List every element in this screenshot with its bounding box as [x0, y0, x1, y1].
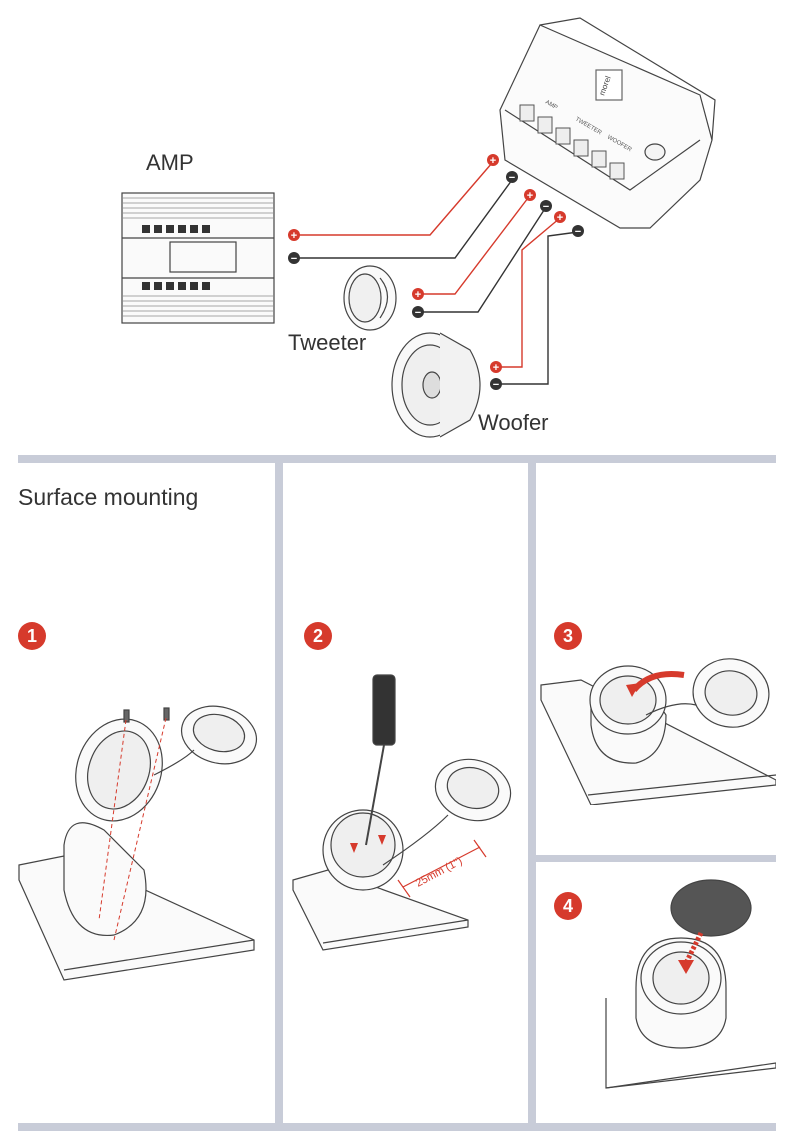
svg-text:+: +: [291, 230, 297, 242]
woofer-label: Woofer: [478, 410, 549, 435]
section-title: Surface mounting: [18, 484, 199, 510]
woofer-illustration: [391, 332, 481, 438]
step-1-badge: 1: [18, 622, 46, 650]
step-3-illustration: [540, 658, 776, 805]
svg-text:−: −: [509, 172, 515, 184]
tweeter-label: Tweeter: [288, 330, 367, 355]
step-3-badge: 3: [554, 622, 582, 650]
svg-text:−: −: [493, 379, 499, 391]
step-2-badge: 2: [304, 622, 332, 650]
svg-text:+: +: [493, 362, 499, 374]
bottom-divider: [18, 1123, 776, 1131]
svg-text:+: +: [557, 212, 563, 224]
crossover-illustration: [499, 17, 716, 229]
crossover-terminal-amp: AMP: [544, 100, 558, 112]
svg-text:+: +: [527, 190, 533, 202]
wiring-diagram: + − + − + − + − + − + − morel AMP TWEETE…: [0, 0, 791, 455]
svg-text:−: −: [575, 226, 581, 238]
tweeter-illustration: [343, 265, 397, 331]
svg-text:−: −: [291, 253, 297, 265]
panel-divider-horizontal: [536, 855, 776, 862]
amplifier-illustration: [121, 192, 275, 324]
panel-divider-right: [528, 463, 536, 1123]
svg-text:+: +: [415, 289, 421, 301]
svg-text:+: +: [490, 155, 496, 167]
step-2-illustration: 25mm (1"): [292, 674, 512, 951]
wiring-drawing: + − + − + − + − + − + − morel AMP TWEETE…: [121, 17, 716, 438]
step-4-badge: 4: [554, 892, 582, 920]
top-divider: [18, 455, 776, 463]
step-1-illustration: [18, 705, 258, 981]
amp-label: AMP: [146, 150, 194, 175]
svg-text:−: −: [415, 307, 421, 319]
step-4-illustration: [605, 879, 776, 1089]
svg-text:−: −: [543, 201, 549, 213]
panel-divider-left: [275, 463, 283, 1123]
step-2-dimension: 25mm (1"): [414, 855, 465, 890]
